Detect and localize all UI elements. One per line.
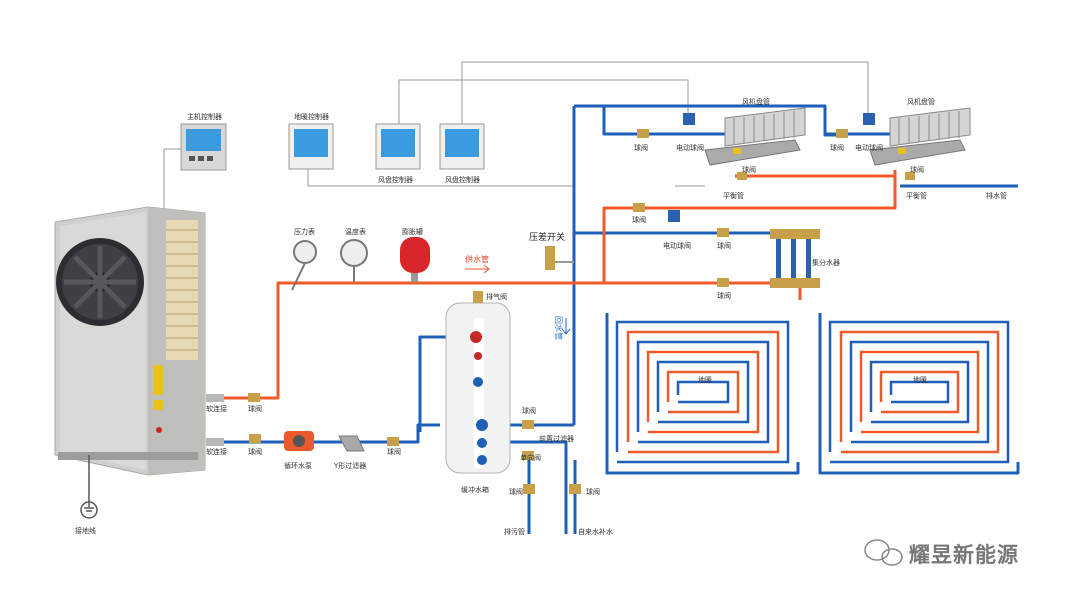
balance-pipe-2-label: 平衡管 — [906, 191, 927, 200]
supply-arrow-icon — [465, 264, 490, 274]
thermometer — [340, 239, 368, 282]
flex-connectors — [206, 394, 224, 446]
expansion-tank — [400, 237, 430, 282]
flex-connector-bottom-label: 软连接 — [206, 447, 227, 456]
manifold — [770, 229, 820, 288]
floor-ball-valve-2-label: 球阀 — [717, 241, 731, 250]
buffer-tank — [445, 291, 511, 474]
supply-pipes — [210, 170, 897, 400]
fan-controller-1 — [375, 123, 421, 170]
differential-switch — [545, 246, 574, 270]
circulation-pump — [284, 431, 314, 451]
floor-loop-2 — [828, 320, 1010, 464]
tank-ball-valve-label: 球阀 — [522, 406, 536, 415]
floor-ball-valve-3-label: 球阀 — [717, 291, 731, 300]
fan-coil-2-label: 风机盘管 — [907, 97, 935, 106]
ground-icon — [80, 455, 98, 519]
watermark-text: 耀昱新能源 — [909, 543, 1019, 567]
ball-valve-bottom-label: 球阀 — [248, 447, 262, 456]
buffer-tank-label: 缓冲水箱 — [461, 485, 489, 494]
return-arrow-icon — [561, 318, 571, 335]
floor-loop-1-label: 地暖 — [698, 375, 712, 384]
fan-controller-2 — [439, 123, 485, 170]
pressure-gauge-label: 压力表 — [294, 227, 315, 236]
floor-controller — [288, 123, 334, 170]
ground-wire-label: 接地线 — [75, 526, 96, 535]
supply-pipe-label: 供水管 — [465, 254, 489, 264]
fan-coil-unit-2 — [869, 107, 971, 166]
fan-coil-1-label: 风机盘管 — [742, 97, 770, 106]
pressure-gauge — [291, 240, 317, 291]
floor-loop-1 — [615, 320, 790, 464]
expansion-tank-label: 膨胀罐 — [402, 227, 423, 236]
floor-motor-valve-label: 电动球阀 — [663, 241, 691, 250]
main-controller-label: 主机控制器 — [187, 112, 222, 121]
return-pipes — [210, 104, 1020, 534]
makeup-water-label: 自来水补水 — [578, 527, 613, 536]
ball-valve-top-label: 球阀 — [248, 404, 262, 413]
drain-pipe-label-bottom: 排污管 — [504, 527, 525, 536]
main-controller — [180, 123, 227, 171]
differential-switch-label: 压差开关 — [529, 231, 565, 243]
floor-ball-valve-1-label: 球阀 — [632, 215, 646, 224]
floor-controller-label: 地暖控制器 — [294, 112, 329, 121]
heat-pump-unit — [54, 206, 206, 476]
wechat-icon — [864, 539, 903, 566]
motorized-valve-actuators — [668, 113, 875, 222]
thermometer-label: 温度表 — [345, 227, 366, 236]
air-vent-label: 排气阀 — [486, 292, 507, 301]
pre-filter-label: 前置过滤器 — [539, 434, 574, 443]
balance-pipe-1-label: 平衡管 — [723, 191, 744, 200]
fan-coil-1-ball-valve-label: 球阀 — [634, 143, 648, 152]
circulation-pump-label: 循环水泵 — [284, 461, 312, 470]
flex-connector-top-label: 软连接 — [206, 404, 227, 413]
fan-coil-2-motor-valve-label: 电动球阀 — [855, 143, 883, 152]
makeup-ball-valve-label: 球阀 — [586, 487, 600, 496]
fan-coil-1-outlet-valve-label: 球阀 — [742, 165, 756, 174]
y-filter-label: Y形过滤器 — [333, 461, 366, 470]
fan-coil-2-ball-valve-label: 球阀 — [830, 143, 844, 152]
ball-valves — [248, 129, 915, 494]
fan-controller-1-label: 风盘控制器 — [378, 175, 413, 184]
ball-valve-right-label: 球阀 — [387, 447, 401, 456]
manifold-label: 集分水器 — [812, 258, 840, 267]
drain-ball-valve-label: 球阀 — [509, 487, 523, 496]
fan-coil-unit-1 — [704, 107, 806, 166]
drain-pipe-label: 排水管 — [986, 191, 1007, 200]
y-filter — [338, 435, 365, 452]
floor-loop-2-label: 地暖 — [913, 375, 927, 384]
fan-coil-2-outlet-valve-label: 球阀 — [910, 165, 924, 174]
return-pipe-label: 回水管 — [554, 316, 564, 340]
fan-controller-2-label: 风盘控制器 — [445, 175, 480, 184]
fan-coil-1-motor-valve-label: 电动球阀 — [676, 143, 704, 152]
check-valve-label: 单向阀 — [520, 453, 541, 462]
